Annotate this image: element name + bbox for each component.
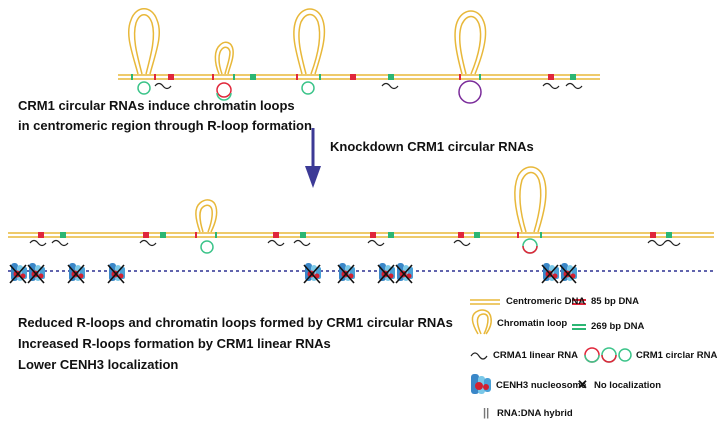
bottom-caption-line2: Increased R-loops formation by CRM1 line… [18, 336, 331, 351]
dna-85bp-segment [38, 232, 44, 238]
legend-hybrid-label: RNA:DNA hybrid [497, 408, 573, 419]
crm1-linear-rna [154, 82, 172, 90]
dna-85bp-segment [458, 232, 464, 238]
top-chromatin [118, 8, 600, 104]
chromatin-loop [514, 166, 547, 233]
dna-269bp-segment [666, 232, 672, 238]
cenh3-nucleosome [559, 263, 577, 284]
cenh3-nucleosome [541, 263, 559, 284]
hybrid-icon: || [483, 407, 490, 419]
top-caption-line1: CRM1 circular RNAs induce chromatin loop… [18, 98, 295, 113]
bottom-caption-line3: Lower CENH3 localization [18, 357, 179, 372]
dna-269bp-segment [160, 232, 166, 238]
dna-85bp-segment [168, 74, 174, 80]
crm1-linear-rna [367, 239, 385, 247]
legend-nucleosome-swatch [471, 374, 491, 394]
crm1-linear-rna [29, 239, 47, 247]
crm1-linear-rna [51, 239, 69, 247]
legend-linear-rna-label: CRMA1 linear RNA [493, 350, 578, 361]
crm1-linear-rna [267, 239, 285, 247]
crm1-circular-rna [216, 82, 232, 98]
cenh3-nucleosome [395, 263, 413, 284]
legend-centromeric-dna-label: Centromeric DNA [506, 296, 586, 307]
legend-linear-rna-swatch [470, 352, 488, 360]
dna-85bp-segment [548, 74, 554, 80]
dna-269bp-segment [570, 74, 576, 80]
legend-circular-rna-label: CRM1 circlar RNA [636, 350, 718, 361]
dna-85bp-segment [370, 232, 376, 238]
dna-269bp-segment [388, 232, 394, 238]
chromatin-loop [127, 8, 161, 75]
chromatin-loop [454, 10, 487, 75]
crm1-linear-rna [542, 82, 560, 90]
dna-269bp-segment [388, 74, 394, 80]
knockdown-label: Knockdown CRM1 circular RNAs [330, 139, 534, 154]
dna-85bp-segment [143, 232, 149, 238]
legend-circular-rna-swatch [584, 347, 632, 363]
crm1-linear-rna [647, 239, 665, 247]
cenh3-nucleosome [27, 263, 45, 284]
cenh3-nucleosome [377, 263, 395, 284]
bottom-chromatin [8, 166, 714, 254]
legend-no-localization-label: No localization [594, 380, 662, 391]
cenh3-nucleosome [303, 263, 321, 284]
crm1-circular-rna [200, 240, 214, 254]
knockdown-arrow [305, 128, 321, 188]
chromatin-loop [293, 8, 326, 75]
crm1-linear-rna [293, 239, 311, 247]
dna-269bp-segment [474, 232, 480, 238]
crm1-linear-rna [139, 239, 157, 247]
chromatin-loop [195, 199, 218, 233]
cenh3-nucleosome [67, 263, 85, 284]
no-localization-icon: ✕ [577, 377, 588, 392]
crm1-linear-rna [381, 82, 399, 90]
legend-chromatin-loop-swatch [471, 309, 492, 335]
crm1-linear-rna [453, 239, 471, 247]
dna-85bp-segment [273, 232, 279, 238]
dna-269bp-segment [250, 74, 256, 80]
crm1-circular-rna [301, 81, 315, 95]
dna-269bp-segment [60, 232, 66, 238]
cenh3-nucleosome [337, 263, 355, 284]
bottom-caption-line1: Reduced R-loops and chromatin loops form… [18, 315, 453, 330]
cenh3-nucleosome-row [9, 263, 577, 284]
legend-nucleosome-label: CENH3 nucleosome [496, 380, 587, 391]
crm1-linear-rna [663, 239, 681, 247]
cenh3-nucleosome [107, 263, 125, 284]
cenh3-nucleosome [9, 263, 27, 284]
dna-85bp-segment [650, 232, 656, 238]
dna-269bp-segment [300, 232, 306, 238]
legend-chromatin-loop-label: Chromatin loop [497, 318, 568, 329]
chromatin-loop [214, 41, 234, 75]
top-caption-line2: in centromeric region through R-loop for… [18, 118, 312, 133]
crm1-circular-rna [137, 81, 151, 95]
crm1-circular-rna [458, 80, 482, 104]
legend-85bp-label: 85 bp DNA [591, 296, 640, 307]
crm1-linear-rna [565, 82, 583, 90]
dna-85bp-segment [350, 74, 356, 80]
legend [470, 299, 632, 394]
legend-269bp-label: 269 bp DNA [591, 321, 645, 332]
